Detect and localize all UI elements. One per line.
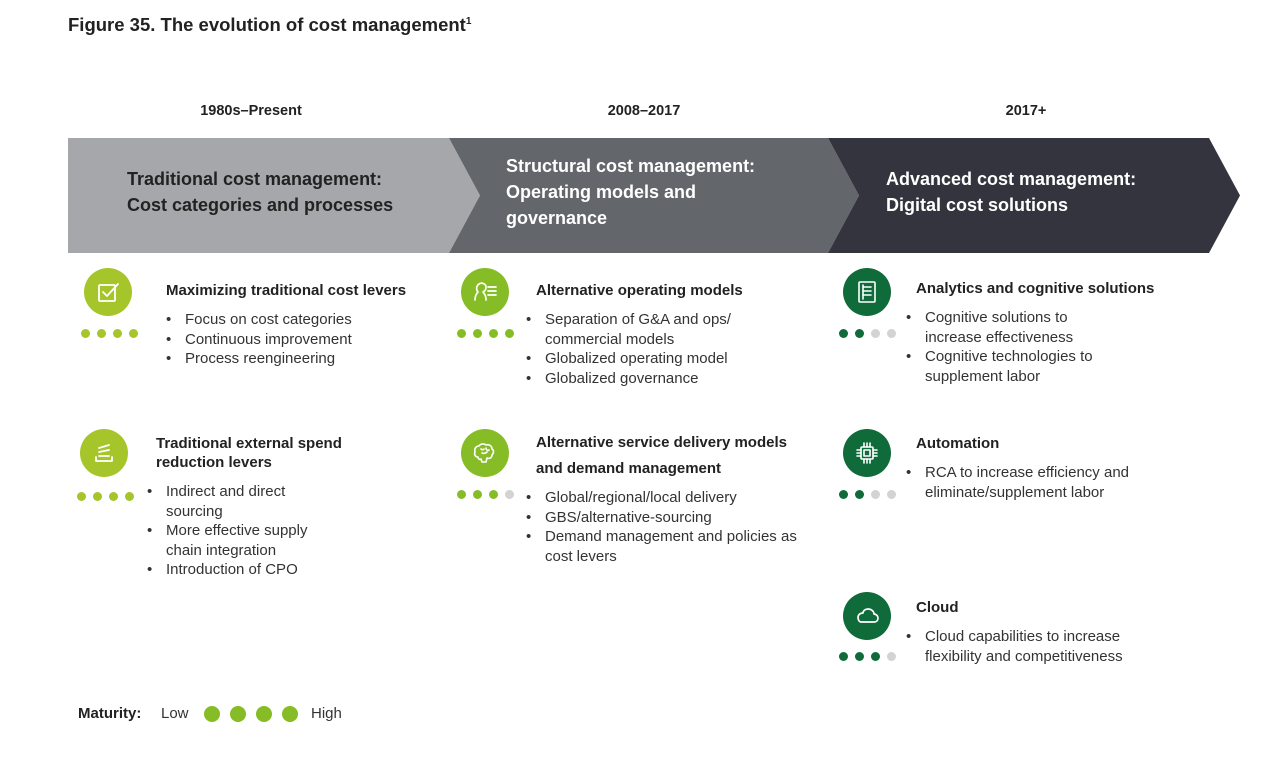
brain-icon	[461, 429, 509, 477]
maturity-dot	[489, 490, 498, 499]
phase-chevron-advanced	[828, 138, 1240, 253]
bullet-list: Indirect and direct sourcing More effect…	[147, 482, 337, 580]
bullet-list: Cognitive solutions to increase effectiv…	[906, 308, 1106, 386]
phase-chevron-structural	[449, 138, 859, 253]
list-item: Globalized governance	[526, 369, 766, 389]
legend-dot	[256, 706, 272, 722]
maturity-dot	[113, 329, 122, 338]
maturity-dot	[125, 492, 134, 501]
analytics-icon	[843, 268, 891, 316]
list-item: Process reengineering	[166, 349, 426, 369]
figure-title: Figure 35. The evolution of cost managem…	[68, 14, 472, 35]
footnote-marker: 1	[465, 15, 472, 27]
maturity-dots	[457, 329, 514, 338]
maturity-dot	[839, 652, 848, 661]
maturity-dot	[109, 492, 118, 501]
maturity-dots	[839, 490, 896, 499]
spend-icon	[80, 429, 128, 477]
maturity-dots	[457, 490, 514, 499]
checklist-icon	[84, 268, 132, 316]
phase-chevron-traditional	[68, 138, 480, 253]
maturity-dot	[871, 652, 880, 661]
list-item: Globalized operating model	[526, 349, 766, 369]
maturity-legend-low: Low	[161, 705, 189, 722]
cloud-icon	[843, 592, 891, 640]
maturity-dot	[473, 329, 482, 338]
list-item: Separation of G&A and ops/ commercial mo…	[526, 310, 766, 349]
maturity-dot	[887, 329, 896, 338]
bullet-list: Focus on cost categories Continuous impr…	[166, 310, 426, 369]
era-label-advanced: 2017+	[1005, 103, 1047, 119]
maturity-dot	[839, 329, 848, 338]
maturity-dot	[505, 490, 514, 499]
phase-banner	[68, 138, 1240, 253]
maturity-dot	[855, 490, 864, 499]
maturity-dot	[887, 490, 896, 499]
era-label-structural: 2008–2017	[607, 103, 681, 119]
item-title: Automation	[916, 435, 1000, 452]
item-title: Cloud	[916, 599, 959, 616]
bullet-list: Separation of G&A and ops/ commercial mo…	[526, 310, 766, 388]
list-item: Global/regional/local delivery	[526, 488, 816, 508]
list-item: Cloud capabilities to increase flexibili…	[906, 627, 1156, 666]
phase-title-advanced: Advanced cost management:Digital cost so…	[886, 169, 1137, 215]
maturity-dot	[81, 329, 90, 338]
legend-dot	[282, 706, 298, 722]
list-item: Cognitive solutions to increase effectiv…	[906, 308, 1106, 347]
list-item: Continuous improvement	[166, 330, 426, 350]
maturity-dot	[839, 490, 848, 499]
list-item: RCA to increase efficiency and eliminate…	[906, 463, 1151, 502]
maturity-dot	[473, 490, 482, 499]
maturity-dots	[839, 652, 896, 661]
phase-title-structural: Structural cost management:Operating mod…	[506, 156, 756, 228]
maturity-dots	[839, 329, 896, 338]
legend-dot	[204, 706, 220, 722]
maturity-dot	[129, 329, 138, 338]
maturity-dot	[855, 329, 864, 338]
maturity-dot	[77, 492, 86, 501]
maturity-dot	[457, 490, 466, 499]
list-item: Introduction of CPO	[147, 560, 337, 580]
maturity-dot	[505, 329, 514, 338]
era-label-traditional: 1980s–Present	[200, 103, 302, 119]
maturity-dot	[871, 329, 880, 338]
maturity-legend-high: High	[311, 705, 342, 722]
maturity-dot	[489, 329, 498, 338]
maturity-dot	[457, 329, 466, 338]
maturity-dot	[855, 652, 864, 661]
bullet-list: Cloud capabilities to increase flexibili…	[906, 627, 1156, 666]
maturity-legend-dots	[204, 706, 298, 722]
maturity-legend-label: Maturity:	[78, 705, 142, 722]
list-item: More effective supply chain integration	[147, 521, 337, 560]
item-title: Analytics and cognitive solutions	[916, 280, 1155, 297]
maturity-dot	[871, 490, 880, 499]
list-item: Focus on cost categories	[166, 310, 426, 330]
maturity-dots	[81, 329, 138, 338]
operating-model-icon	[461, 268, 509, 316]
list-item: GBS/alternative-sourcing	[526, 508, 816, 528]
legend-dot	[230, 706, 246, 722]
list-item: Demand management and policies as cost l…	[526, 527, 816, 566]
maturity-dot	[97, 329, 106, 338]
maturity-dot	[93, 492, 102, 501]
maturity-dot	[887, 652, 896, 661]
list-item: Cognitive technologies to supplement lab…	[906, 347, 1106, 386]
item-title: Maximizing traditional cost levers	[166, 282, 407, 299]
bullet-list: RCA to increase efficiency and eliminate…	[906, 463, 1151, 502]
chip-icon	[843, 429, 891, 477]
list-item: Indirect and direct sourcing	[147, 482, 337, 521]
item-title: Alternative operating models	[536, 282, 743, 299]
phase-title-traditional: Traditional cost management:Cost categor…	[127, 169, 394, 215]
bullet-list: Global/regional/local delivery GBS/alter…	[526, 488, 816, 566]
maturity-dots	[77, 492, 134, 501]
